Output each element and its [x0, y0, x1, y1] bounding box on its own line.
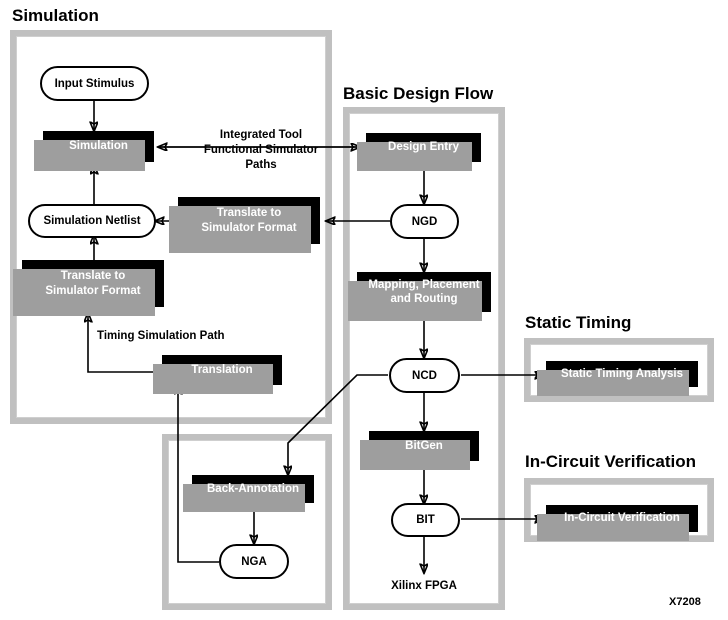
- node-bit[interactable]: BIT: [391, 503, 460, 537]
- group-title-in-circuit-verification: In-Circuit Verification: [525, 452, 696, 471]
- node-input-stimulus[interactable]: Input Stimulus: [40, 66, 149, 101]
- node-mapping-placement-and-routing[interactable]: Mapping, Placement and Routing: [348, 272, 491, 321]
- group-panel-back-annotation: [162, 434, 332, 610]
- node-back-annotation[interactable]: Back-Annotation: [183, 475, 314, 512]
- group-title-simulation: Simulation: [12, 6, 99, 25]
- node-ncd[interactable]: NCD: [389, 358, 460, 393]
- node-design-entry[interactable]: Design Entry: [357, 133, 481, 171]
- node-translate-to-simulator-format-lower[interactable]: Translate to Simulator Format: [13, 260, 164, 316]
- label-integrated-tool-functional-simulator-paths: Integrated Tool Functional Simulator Pat…: [203, 129, 319, 171]
- figure-id: X7208: [669, 596, 701, 608]
- group-title-basic-design-flow: Basic Design Flow: [343, 84, 494, 103]
- group-title-static-timing: Static Timing: [525, 313, 632, 332]
- node-simulation[interactable]: Simulation: [34, 131, 154, 171]
- node-simulation-netlist[interactable]: Simulation Netlist: [28, 204, 156, 238]
- node-translation[interactable]: Translation: [153, 355, 282, 394]
- node-in-circuit-verification[interactable]: In-Circuit Verification: [537, 505, 698, 541]
- node-bitgen[interactable]: BitGen: [360, 431, 479, 470]
- node-translate-to-simulator-format-mid[interactable]: Translate to Simulator Format: [169, 197, 320, 253]
- node-ngd[interactable]: NGD: [390, 204, 459, 239]
- node-nga[interactable]: NGA: [219, 544, 289, 579]
- label-timing-simulation-path: Timing Simulation Path: [97, 330, 225, 342]
- label-xilinx-fpga: Xilinx FPGA: [391, 580, 457, 592]
- group-panel-inner: [168, 440, 326, 604]
- node-static-timing-analysis[interactable]: Static Timing Analysis: [537, 361, 698, 396]
